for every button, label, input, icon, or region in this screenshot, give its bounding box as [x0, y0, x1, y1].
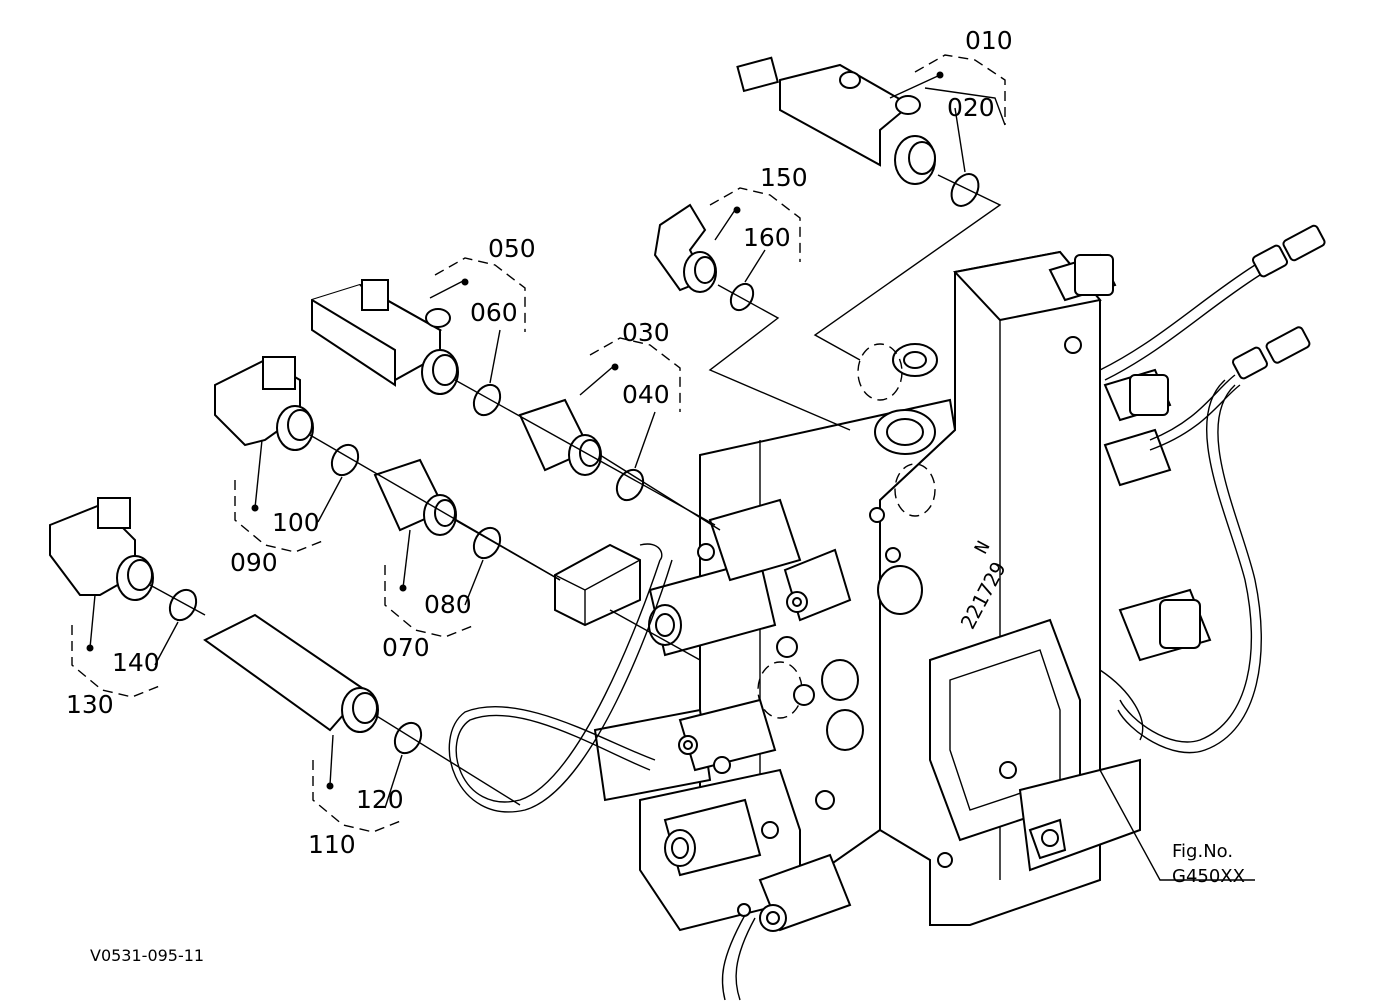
callout-010: 010: [965, 26, 1013, 55]
rectangular-cap: [554, 543, 641, 627]
callout-040: 040: [622, 380, 670, 409]
callout-150: 150: [760, 163, 808, 192]
callout-140: 140: [112, 648, 160, 677]
callout-030: 030: [622, 318, 670, 347]
callout-110: 110: [308, 830, 356, 859]
part-150-elbow: [653, 203, 717, 293]
callout-090: 090: [230, 548, 278, 577]
callout-dots: [86, 71, 944, 790]
callout-080: 080: [424, 590, 472, 619]
part-050-fitting: [311, 279, 459, 395]
part-070-adapter: [373, 458, 457, 536]
figure-number: G450XX: [1172, 866, 1245, 887]
part-030-adapter: [518, 398, 602, 476]
part-110-plug: [203, 613, 379, 733]
callout-070: 070: [382, 633, 430, 662]
drawing-code: V0531-095-11: [90, 946, 205, 965]
callout-160: 160: [743, 223, 791, 252]
callout-130: 130: [66, 690, 114, 719]
valve-body: [593, 250, 1212, 932]
callout-120: 120: [356, 785, 404, 814]
tube-loop: [448, 543, 756, 1001]
o-rings: [168, 173, 980, 755]
callout-050: 050: [488, 234, 536, 263]
figure-label: Fig.No.: [1172, 841, 1234, 862]
callout-100: 100: [272, 508, 320, 537]
part-130-elbow: [49, 497, 154, 601]
callout-060: 060: [470, 298, 518, 327]
leader-lines: [149, 87, 1255, 881]
callout-brackets: [71, 54, 1006, 833]
wire-harness: [1099, 224, 1326, 754]
callout-020: 020: [947, 93, 995, 122]
part-090-elbow: [214, 356, 314, 451]
part-010-fitting: [736, 56, 936, 185]
